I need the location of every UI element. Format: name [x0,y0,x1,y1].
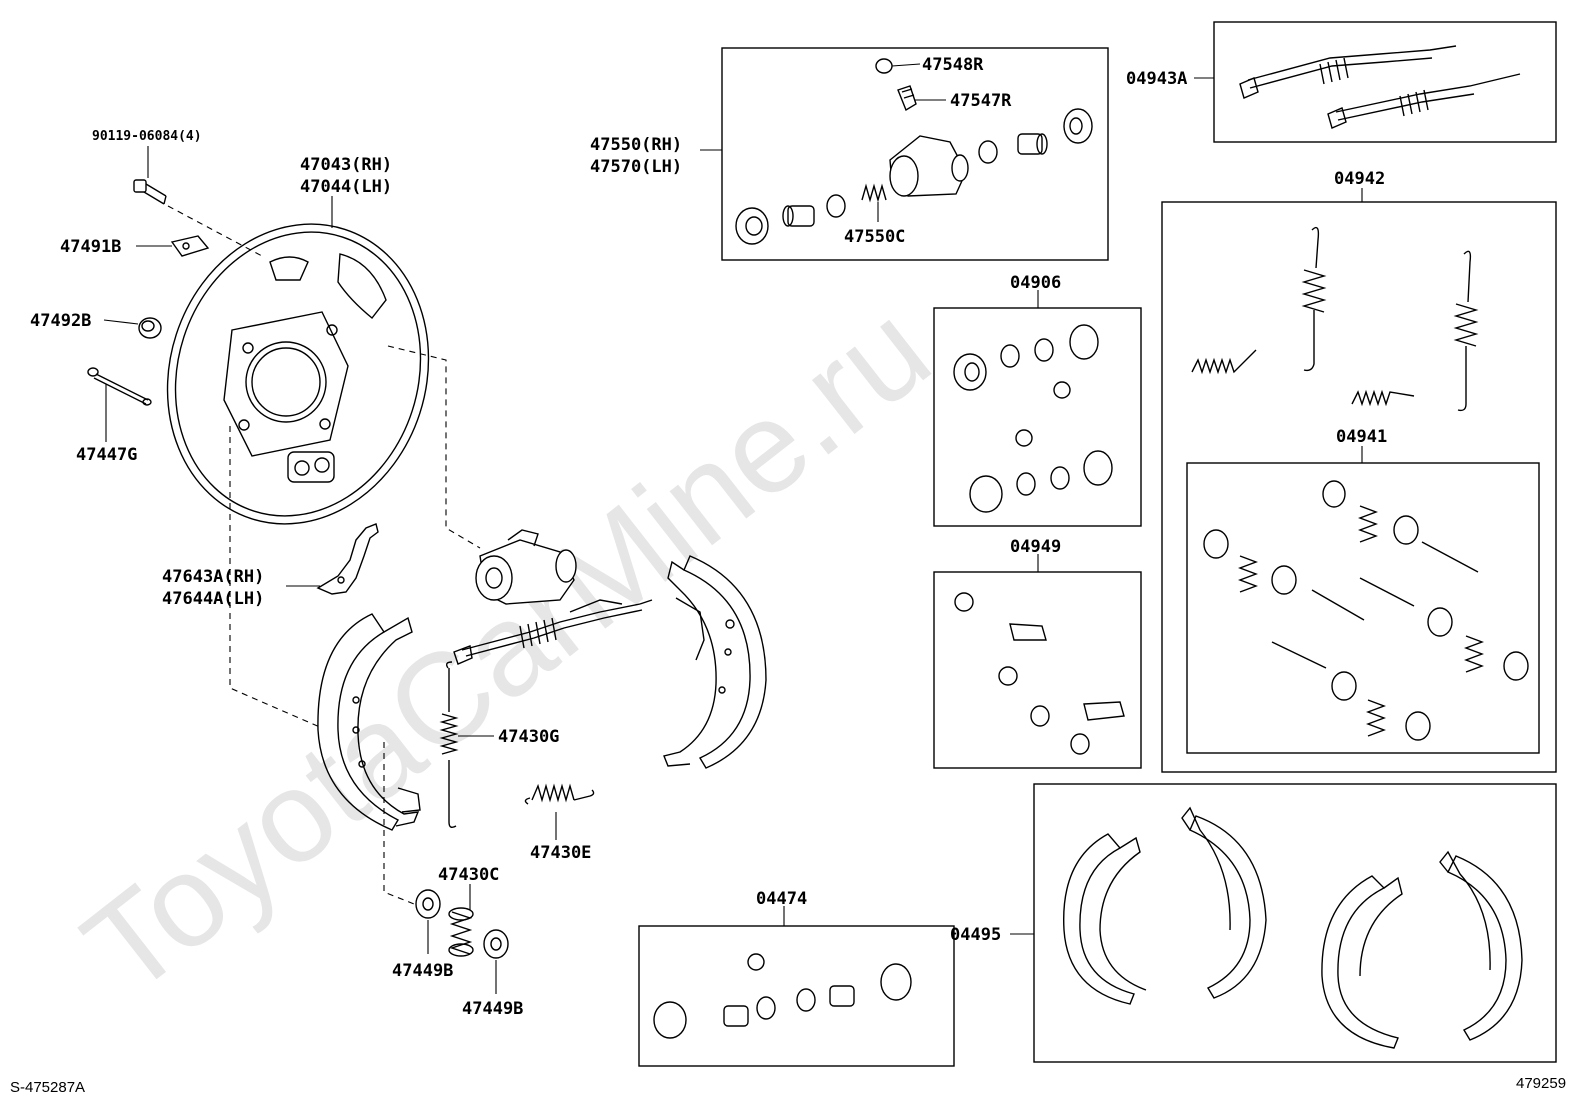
label-47043-rh: 47043(RH) [300,155,392,175]
label-47550-rh: 47550(RH) [590,135,682,155]
label-47492b: 47492B [30,311,91,331]
cup-47449b-right [483,929,509,959]
label-47449b-left: 47449B [392,961,453,981]
label-04942: 04942 [1334,169,1385,189]
label-04495: 04495 [950,925,1001,945]
wheel-cylinder-assembly [475,529,577,605]
spring-kit-04942 [1191,226,1479,412]
label-47447g: 47447G [76,445,137,465]
brake-shoe-right [663,555,767,769]
label-47449b-right: 47449B [462,999,523,1019]
label-47570-lh: 47570(LH) [590,157,682,177]
label-47644a-lh: 47644A(LH) [162,589,264,609]
cylinder-kit-piston-left [782,205,815,227]
bleeder-cap-47548r [875,58,893,74]
cylinder-kit-04906 [953,324,1113,513]
cylinder-kit-cup-left [735,207,769,245]
label-47430c: 47430C [438,865,499,885]
label-47430g: 47430G [498,727,559,747]
spring-47550c [861,183,887,203]
kit-04949-parts [954,592,1125,755]
kit-box-04474 [638,925,955,1067]
footer-right-code: 479259 [1516,1075,1566,1092]
kit-box-04941 [1186,462,1540,754]
spring-47430e [524,783,595,805]
kit-box-04906 [933,307,1142,527]
label-47044-lh: 47044(LH) [300,177,392,197]
footer-left-code: S-475287A [10,1079,85,1096]
backing-plate [166,223,430,525]
watermark: ToyotaCarMine.ru [57,275,955,1022]
kit-box-04495 [1033,783,1557,1063]
kit-box-wheel-cylinder [721,47,1109,261]
kit-box-04942 [1161,201,1557,773]
cylinder-body-47550 [889,135,969,197]
label-47491b: 47491B [60,237,121,257]
label-47548r: 47548R [922,55,984,75]
label-47550c: 47550C [844,227,905,247]
label-04906: 04906 [1010,273,1061,293]
cup-47449b-left [415,889,441,919]
cylinder-kit-04474 [653,953,912,1039]
part-47491b [170,235,210,257]
kit-box-04943a [1213,21,1557,143]
spring-47430g [439,661,459,829]
bleeder-screw-47547r [897,85,917,112]
shoe-kit-04495 [1063,806,1523,1049]
part-47643a-lever [316,523,379,595]
cylinder-kit-seal-left [826,194,846,218]
adjuster-kit-04943a [1239,45,1521,129]
bolt-90119-06084 [133,179,167,205]
label-bolt-90119: 90119-06084(4) [92,129,202,144]
part-47492b [138,317,162,339]
hold-down-kit-04941 [1203,480,1529,741]
part-47447g [87,367,152,406]
spring-47430c [448,907,474,957]
cylinder-kit-seal-right [978,140,998,164]
label-47547r: 47547R [950,91,1012,111]
label-04943a: 04943A [1126,69,1187,89]
label-04941: 04941 [1336,427,1387,447]
cylinder-kit-cup-right [1063,108,1093,144]
label-04474: 04474 [756,889,807,909]
adjuster-assembly [453,599,653,665]
label-47643a-rh: 47643A(RH) [162,567,264,587]
brake-shoe-left [317,613,421,831]
label-04949: 04949 [1010,537,1061,557]
label-47430e: 47430E [530,843,591,863]
cylinder-kit-piston-right [1017,133,1048,155]
